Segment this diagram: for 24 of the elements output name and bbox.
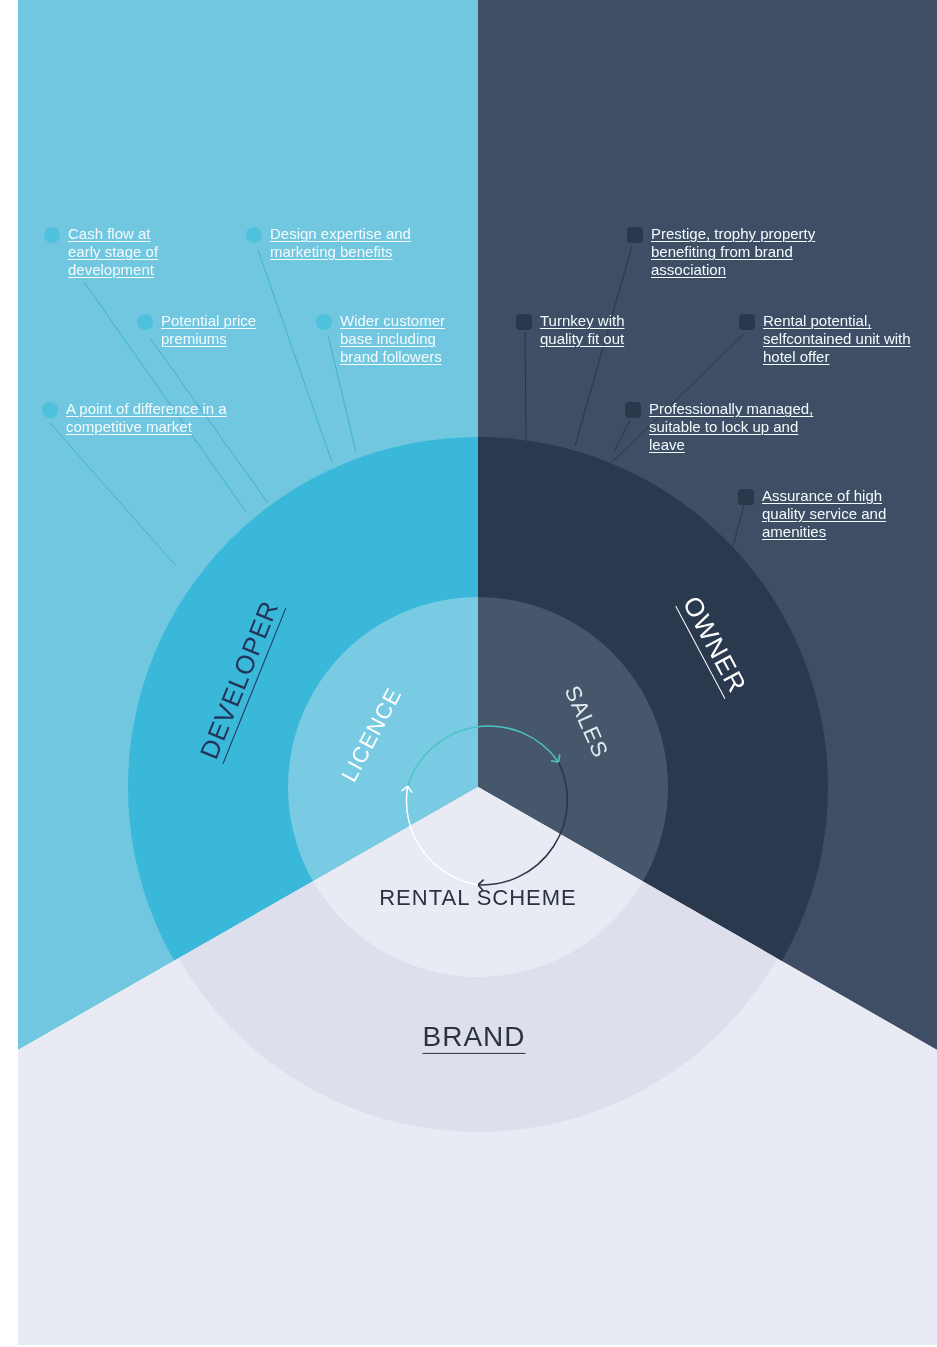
leader-line [732,504,745,547]
benefit-text: Potential price premiums [161,312,257,347]
benefit-text: Prestige, trophy property benefiting from brand association [651,225,816,278]
leader-line [327,334,357,453]
cycle-arrow [477,761,569,891]
benefit-text: Design expertise and marketing benefits [270,225,411,260]
leader-line [613,419,631,453]
leader-line [257,249,333,463]
benefit-text: A point of difference in a competitive market [66,400,227,435]
benefit-text: Professionally managed, suitable to lock up and leave [649,400,814,453]
role-label: BRAND [422,1020,526,1055]
benefit-text: Turnkey with quality fit out [540,312,625,347]
benefit-text: Rental potential, selfcontained unit with hotel offer [763,312,911,365]
cycle-arrow [406,725,561,788]
benefit-text: Cash flow at early stage of development [68,225,159,278]
flow-label: RENTAL SCHEME [379,884,577,911]
cycle-arrow [400,785,479,886]
leader-line [574,245,633,447]
leader-line [49,422,177,567]
leader-line [149,337,269,504]
benefit-text: Wider customer base including brand followers [340,312,446,365]
leader-line [611,332,746,463]
leader-line [83,281,247,513]
benefit-text: Assurance of high quality service and amenities [762,487,887,540]
